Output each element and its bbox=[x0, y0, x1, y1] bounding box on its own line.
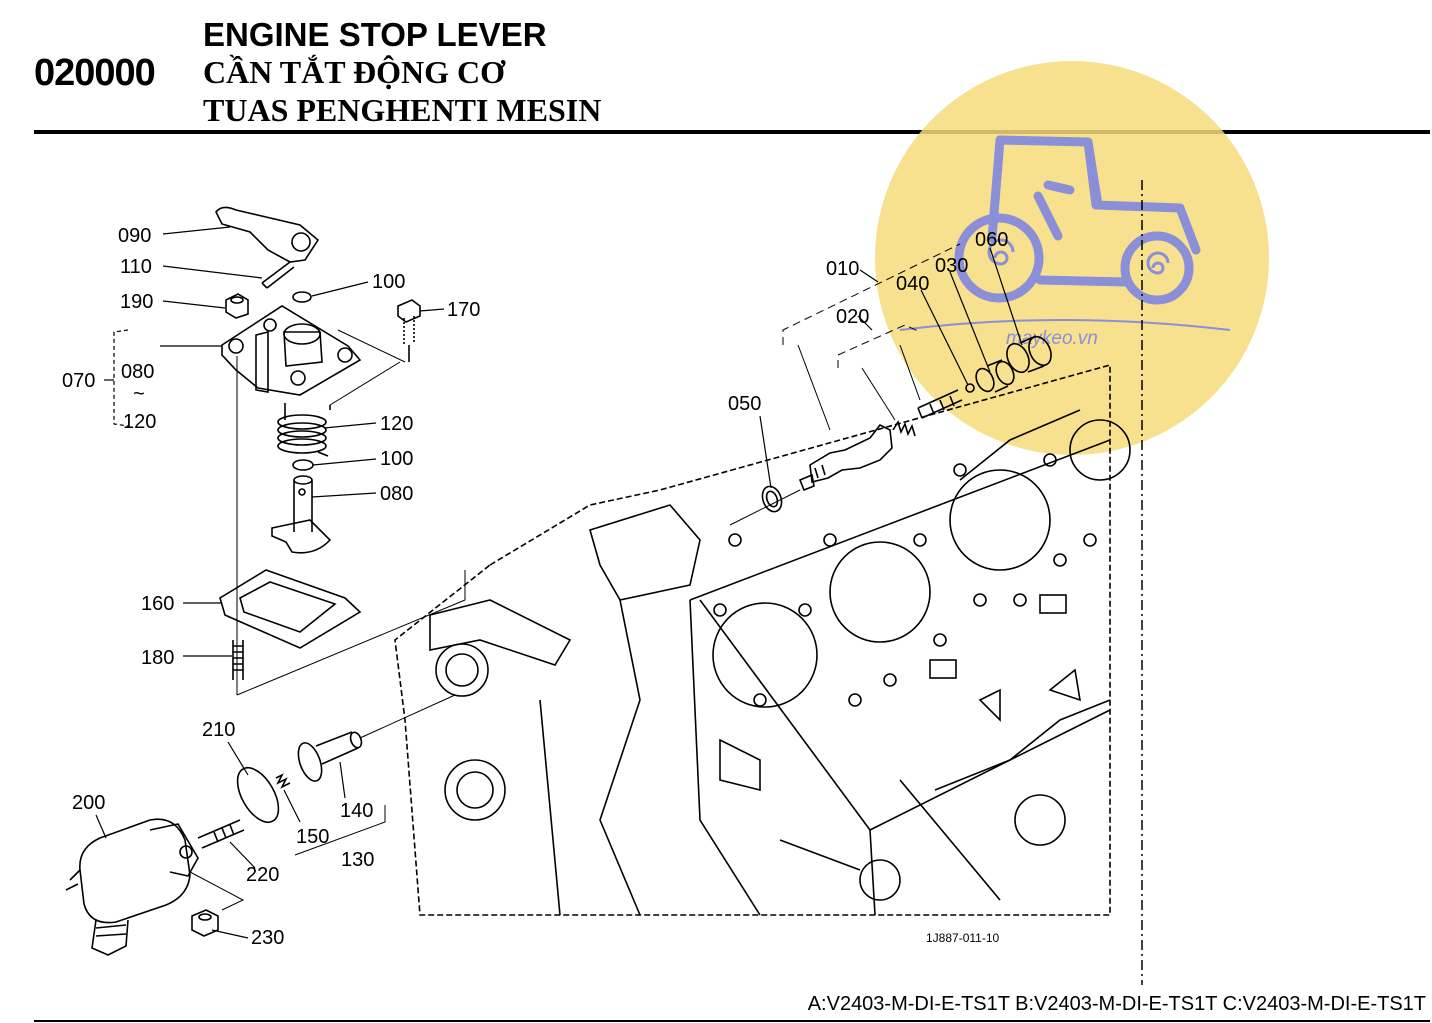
copper-washer-part bbox=[761, 485, 783, 513]
lever-housing-part bbox=[221, 305, 362, 396]
figure-id: 1J887-011-10 bbox=[926, 931, 999, 945]
plunger-bolt-part bbox=[197, 819, 245, 849]
washer-lower-part bbox=[292, 459, 314, 471]
callout-200: 200 bbox=[72, 792, 105, 814]
o-ring-large-part bbox=[236, 767, 280, 823]
callout-060: 060 bbox=[975, 229, 1008, 251]
callout-100-top: 100 bbox=[372, 271, 405, 293]
delivery-spring-part bbox=[892, 420, 916, 437]
callout-050: 050 bbox=[728, 393, 761, 415]
washer-top-part bbox=[292, 291, 312, 303]
tractor-logo-icon bbox=[954, 135, 1201, 305]
plunger-housing-part bbox=[798, 423, 893, 492]
callout-160: 160 bbox=[141, 593, 174, 615]
callout-190: 190 bbox=[120, 291, 153, 313]
title-indonesian: TUAS PENGHENTI MESIN bbox=[203, 92, 602, 128]
spring-pin-part bbox=[261, 261, 295, 289]
stop-lever-part bbox=[215, 206, 320, 263]
callout-140: 140 bbox=[340, 800, 373, 822]
callout-080: 080 bbox=[380, 483, 413, 505]
callout-220: 220 bbox=[246, 864, 279, 886]
callout-010: 010 bbox=[826, 258, 859, 280]
header-rule bbox=[34, 130, 1430, 134]
callout-110: 110 bbox=[120, 256, 152, 278]
valve-ball-part bbox=[965, 383, 975, 393]
delivery-valve-part bbox=[917, 389, 963, 419]
leader-lines bbox=[95, 226, 1023, 939]
callout-170: 170 bbox=[447, 299, 480, 321]
stop-lever-assembly bbox=[215, 206, 466, 696]
valve-seat-part bbox=[975, 359, 1015, 393]
gasket-part bbox=[219, 569, 362, 649]
footer-rule bbox=[34, 1020, 1430, 1022]
bolt-part bbox=[397, 299, 421, 323]
engine-block bbox=[394, 363, 1131, 916]
callout-210: 210 bbox=[202, 719, 235, 741]
return-spring-part bbox=[275, 773, 291, 789]
watermark-circle bbox=[875, 61, 1269, 455]
stop-solenoid-assembly bbox=[65, 694, 456, 956]
valve-holder-cap-part bbox=[1006, 335, 1052, 374]
range-tilde: ~ bbox=[133, 383, 145, 405]
callout-040: 040 bbox=[896, 273, 929, 295]
stop-plunger-part bbox=[297, 731, 363, 782]
callout-180: 180 bbox=[141, 647, 174, 669]
nut-part bbox=[225, 293, 249, 319]
callout-120-range: 120 bbox=[123, 411, 156, 433]
callout-130: 130 bbox=[341, 849, 374, 871]
lever-shaft-part bbox=[271, 475, 332, 554]
callout-080-range: 080 bbox=[121, 361, 154, 383]
title-english: ENGINE STOP LEVER bbox=[203, 16, 547, 53]
callout-100-lower: 100 bbox=[380, 448, 413, 470]
solenoid-connector bbox=[91, 919, 129, 956]
section-code: 020000 bbox=[34, 52, 156, 94]
swirl-icon-right bbox=[1146, 251, 1170, 275]
watermark-swoosh bbox=[899, 319, 1231, 331]
callout-030: 030 bbox=[935, 255, 968, 277]
callout-120: 120 bbox=[380, 413, 413, 435]
lever-hub bbox=[291, 232, 311, 252]
swirl-icon-left bbox=[987, 238, 1015, 266]
callout-090: 090 bbox=[118, 225, 151, 247]
title-vietnamese: CẦN TẮT ĐỘNG CƠ bbox=[203, 54, 505, 90]
model-codes: A:V2403-M-DI-E-TS1T B:V2403-M-DI-E-TS1T … bbox=[807, 993, 1426, 1015]
callout-230: 230 bbox=[251, 927, 284, 949]
callout-labels: 090 110 190 100 170 070 080 ~ 120 120 10… bbox=[62, 225, 1008, 949]
torsion-spring-part bbox=[277, 403, 329, 457]
callout-070: 070 bbox=[62, 370, 95, 392]
solenoid-nut-part bbox=[191, 909, 219, 937]
stop-solenoid-part bbox=[79, 818, 191, 924]
injector-plunger-assembly bbox=[729, 243, 1052, 526]
callout-020: 020 bbox=[836, 306, 869, 328]
maykeo-watermark: maykeo.vn bbox=[875, 61, 1269, 455]
callout-150: 150 bbox=[296, 826, 329, 848]
